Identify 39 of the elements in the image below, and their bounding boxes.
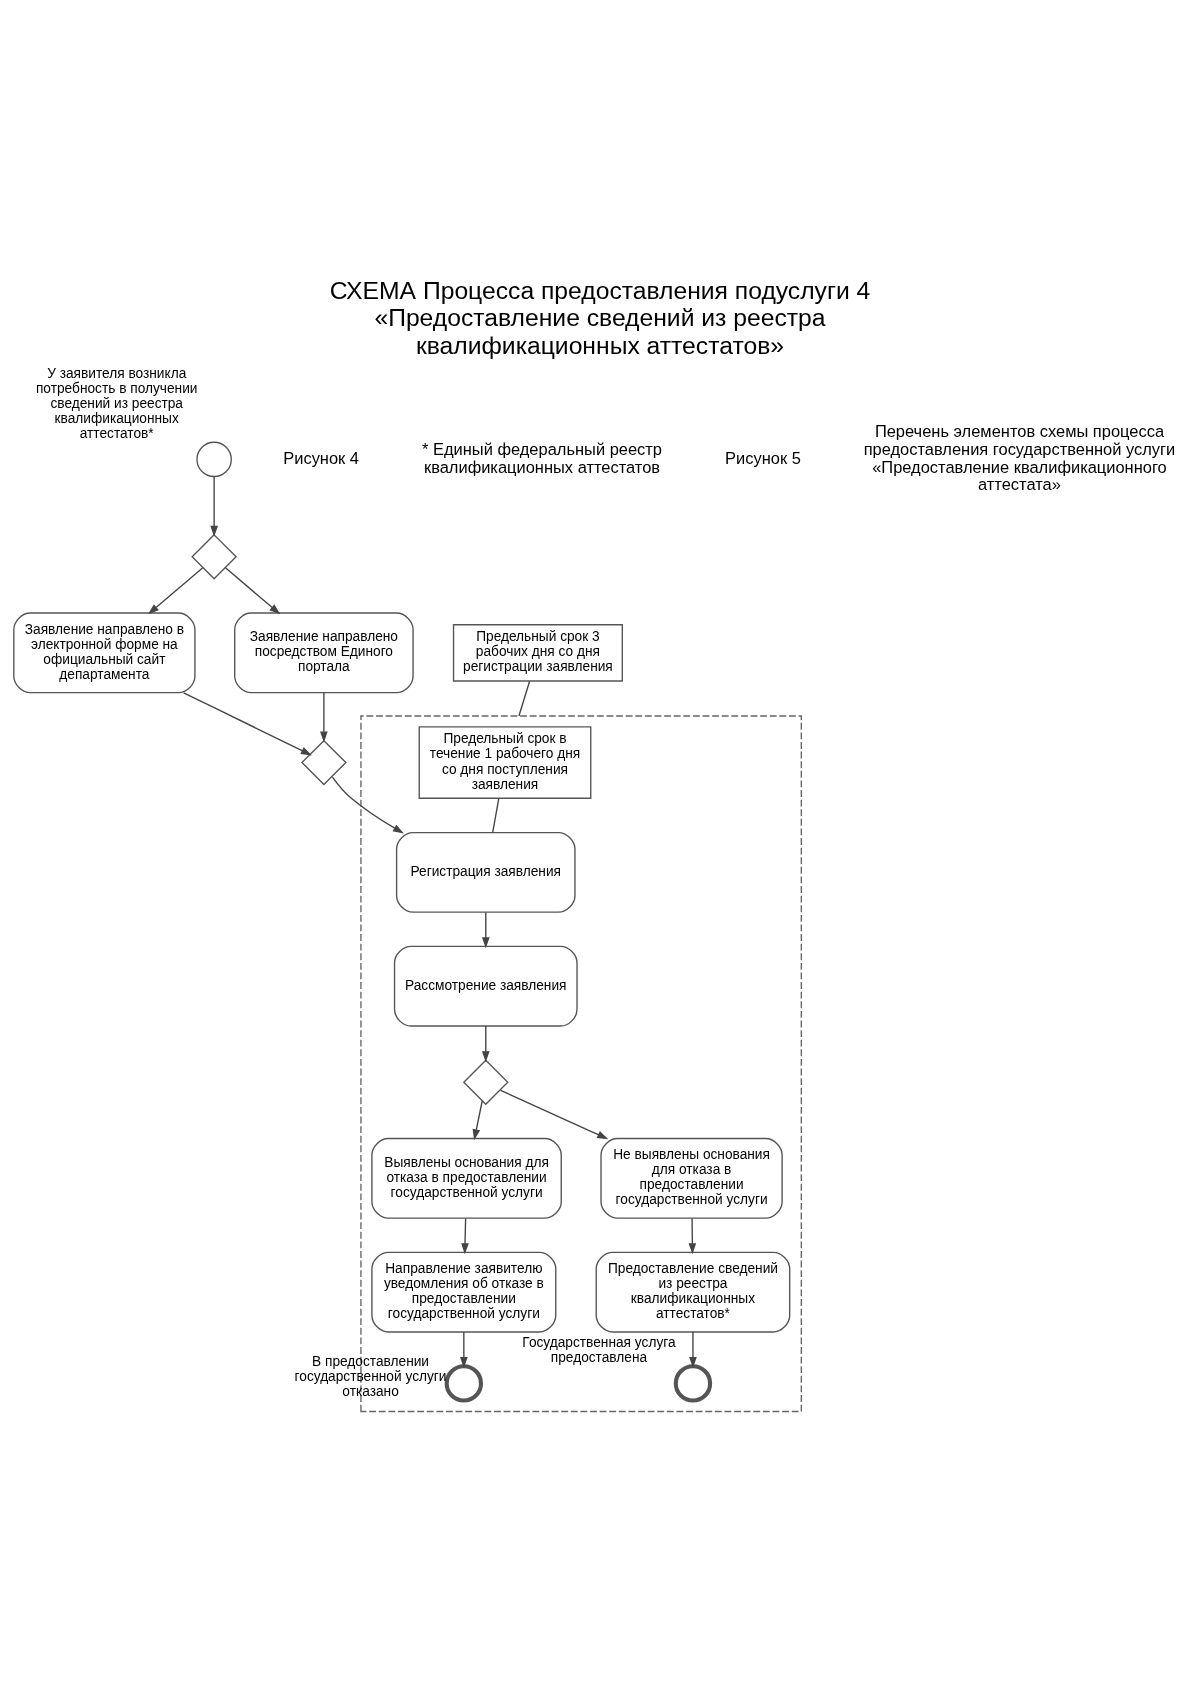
arrow: [182, 692, 312, 756]
label: * Единый федеральный реестр квалификационных аттестатов: [422, 439, 663, 476]
arrow: [481, 1025, 490, 1063]
arrow: [499, 1089, 609, 1140]
arrow: [210, 476, 218, 537]
label: Рисунок 5: [725, 448, 801, 467]
node-box: Не выявлены основания для отказа в предоставлении государственной услуги: [600, 1137, 783, 1219]
node-label: Государственная услуга предоставлена: [522, 1335, 676, 1366]
arrow: [224, 567, 281, 615]
arrow: [148, 567, 204, 615]
arrow: [461, 1217, 469, 1255]
node-box: Предельный срок в течение 1 рабочего дня со дня поступления заявления: [418, 726, 592, 799]
arrow: [320, 692, 328, 743]
node-circle: [673, 1364, 713, 1403]
node-circle: [444, 1364, 484, 1403]
node-box: Регистрация заявления: [395, 831, 576, 913]
label: Рисунок 4: [283, 448, 360, 467]
node-box: Направление заявителю уведомления об отказе в предоставлении государственной услуги: [371, 1251, 557, 1333]
node-label: У заявителя возникла потребность в получении сведений из реестра квалификационных аттестатов*: [35, 365, 198, 442]
connector: [518, 680, 531, 717]
arrow: [460, 1331, 468, 1369]
diagram-title: СХЕМА Процесса предоставления подуслуги 4 «Предоставление сведений из реестра квалификационных аттестатов»: [329, 276, 871, 359]
node-diamond: [191, 533, 238, 580]
arrow: [472, 1100, 483, 1141]
node-box: Выявлены основания для отказа в предоставлении государственной услуги: [371, 1137, 562, 1219]
arrow: [689, 1331, 697, 1369]
arrow: [688, 1217, 697, 1255]
arrow: [481, 911, 490, 949]
node-box: Предельный срок 3 рабочих дня со дня регистрации заявления: [452, 624, 623, 682]
node-box: Предоставление сведений из реестра квалификационных аттестатов*: [595, 1251, 791, 1333]
node-box: Заявление направлено в электронной форме на официальный сайт департамента: [13, 612, 196, 694]
arrow: [331, 776, 404, 834]
connector: [492, 797, 500, 834]
node-diamond: [462, 1059, 509, 1106]
node-circle: [196, 441, 232, 478]
node-label: В предоставлении государственной услуги отказано: [294, 1354, 447, 1400]
label: Перечень элементов схемы процесса предоставления государственной услуги «Предоставление квалификационного аттестата»: [863, 421, 1176, 494]
node-box: Заявление направлено посредством Единого портала: [234, 612, 414, 694]
node-box: Рассмотрение заявления: [393, 945, 578, 1027]
